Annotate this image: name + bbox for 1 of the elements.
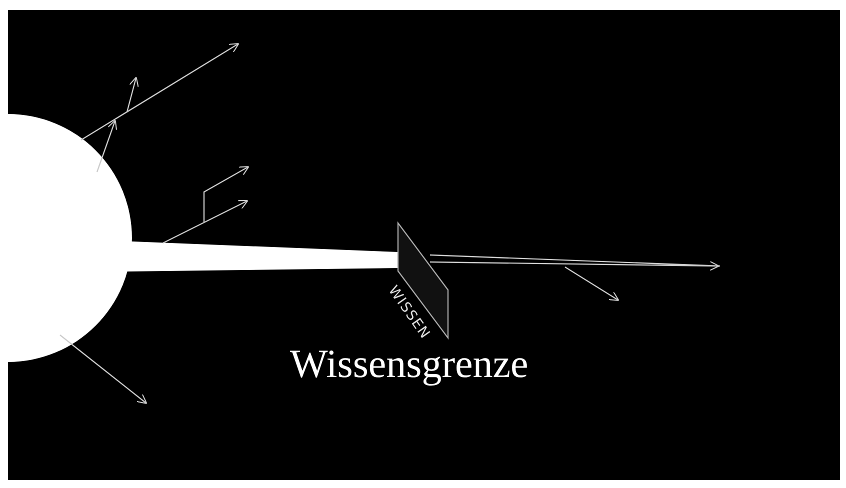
caption-text: Wissensgrenze <box>290 340 528 387</box>
